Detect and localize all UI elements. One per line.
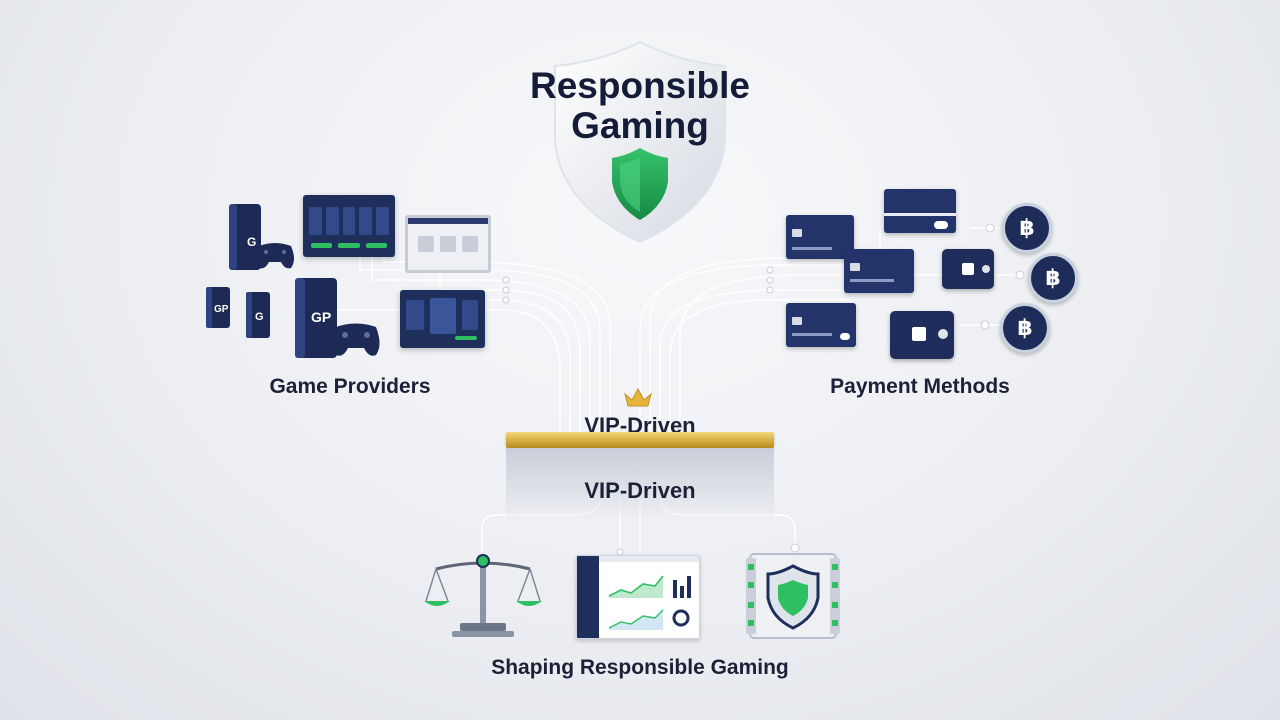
credit-card-icon [786, 215, 854, 259]
svg-text:GP: GP [311, 309, 331, 325]
gamepad-icon [256, 243, 294, 269]
bottom-label: Shaping Responsible Gaming [491, 656, 789, 679]
console-icon: G [229, 204, 261, 270]
bitcoin-icon: ฿ [1002, 203, 1052, 253]
platform-front-label: VIP-Driven [584, 478, 696, 503]
payment-methods-cluster: ฿ ฿ ฿ [780, 185, 1080, 365]
game-screen-icon [303, 195, 395, 257]
wallet-icon [890, 311, 954, 359]
shield-icon [554, 40, 726, 244]
console-icon: GP [295, 278, 337, 358]
console-icon: GP [206, 287, 230, 328]
crown-icon [624, 387, 652, 407]
svg-text:GP: GP [214, 304, 229, 315]
dashboard-icon [576, 555, 700, 639]
security-panel-icon [746, 553, 840, 639]
game-screen-icon [405, 215, 491, 273]
credit-card-icon [884, 189, 956, 233]
svg-text:G: G [247, 235, 256, 249]
console-icon: G [246, 292, 270, 338]
credit-card-icon [844, 249, 914, 293]
bitcoin-icon: ฿ [1028, 253, 1078, 303]
gamepad-icon [332, 323, 380, 356]
scale-icon [424, 554, 542, 637]
game-screen-icon [400, 290, 485, 348]
bitcoin-icon: ฿ [1000, 303, 1050, 353]
game-providers-cluster: G GP G GP [195, 190, 495, 360]
credit-card-icon [786, 303, 856, 347]
game-providers-label: Game Providers [269, 375, 431, 398]
wallet-icon [942, 249, 994, 289]
page-title: Responsible Gaming [440, 66, 840, 146]
payment-methods-label: Payment Methods [830, 375, 1010, 398]
svg-text:G: G [255, 311, 264, 323]
title-line-1: Responsible [530, 65, 750, 106]
vip-platform [506, 432, 774, 522]
title-line-2: Gaming [571, 105, 709, 146]
